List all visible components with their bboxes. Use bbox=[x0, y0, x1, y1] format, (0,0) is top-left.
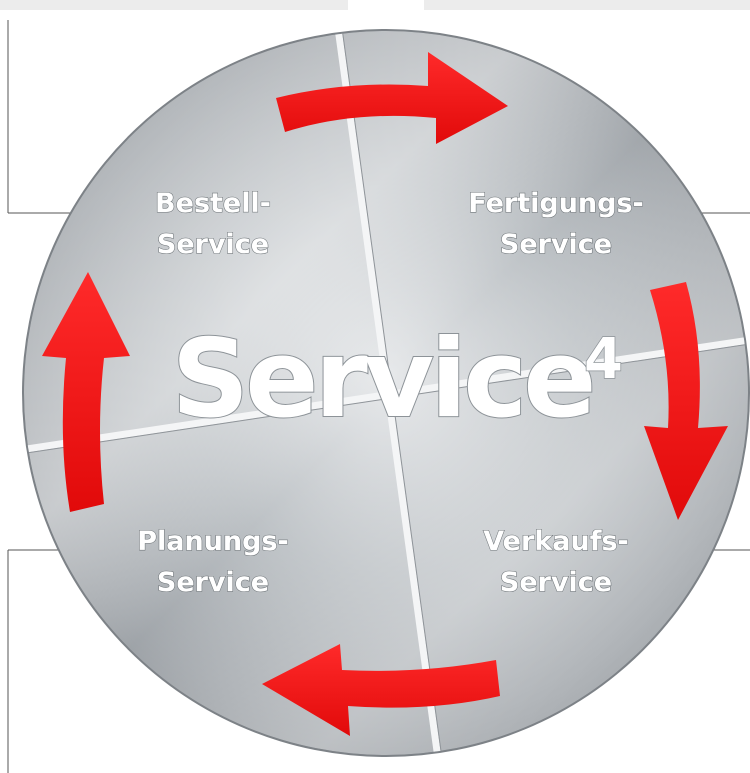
quadrant-label-line1: Bestell- bbox=[155, 188, 271, 219]
quadrant-label-line2: Service bbox=[157, 229, 269, 260]
quadrant-label-line2: Service bbox=[500, 229, 612, 260]
quadrant-label-line1: Verkaufs- bbox=[483, 526, 628, 557]
quadrant-label-line1: Planungs- bbox=[137, 526, 289, 557]
center-title-text: Service bbox=[172, 317, 593, 442]
quadrant-label-line2: Service bbox=[500, 567, 612, 598]
center-title-superscript: 4 bbox=[584, 327, 623, 392]
quadrant-label-line1: Fertigungs- bbox=[468, 188, 644, 219]
top-bar-left bbox=[0, 0, 348, 10]
top-bar-right bbox=[424, 0, 750, 10]
center-title: Service 4 bbox=[172, 317, 623, 442]
quadrant-label-line2: Service bbox=[157, 567, 269, 598]
